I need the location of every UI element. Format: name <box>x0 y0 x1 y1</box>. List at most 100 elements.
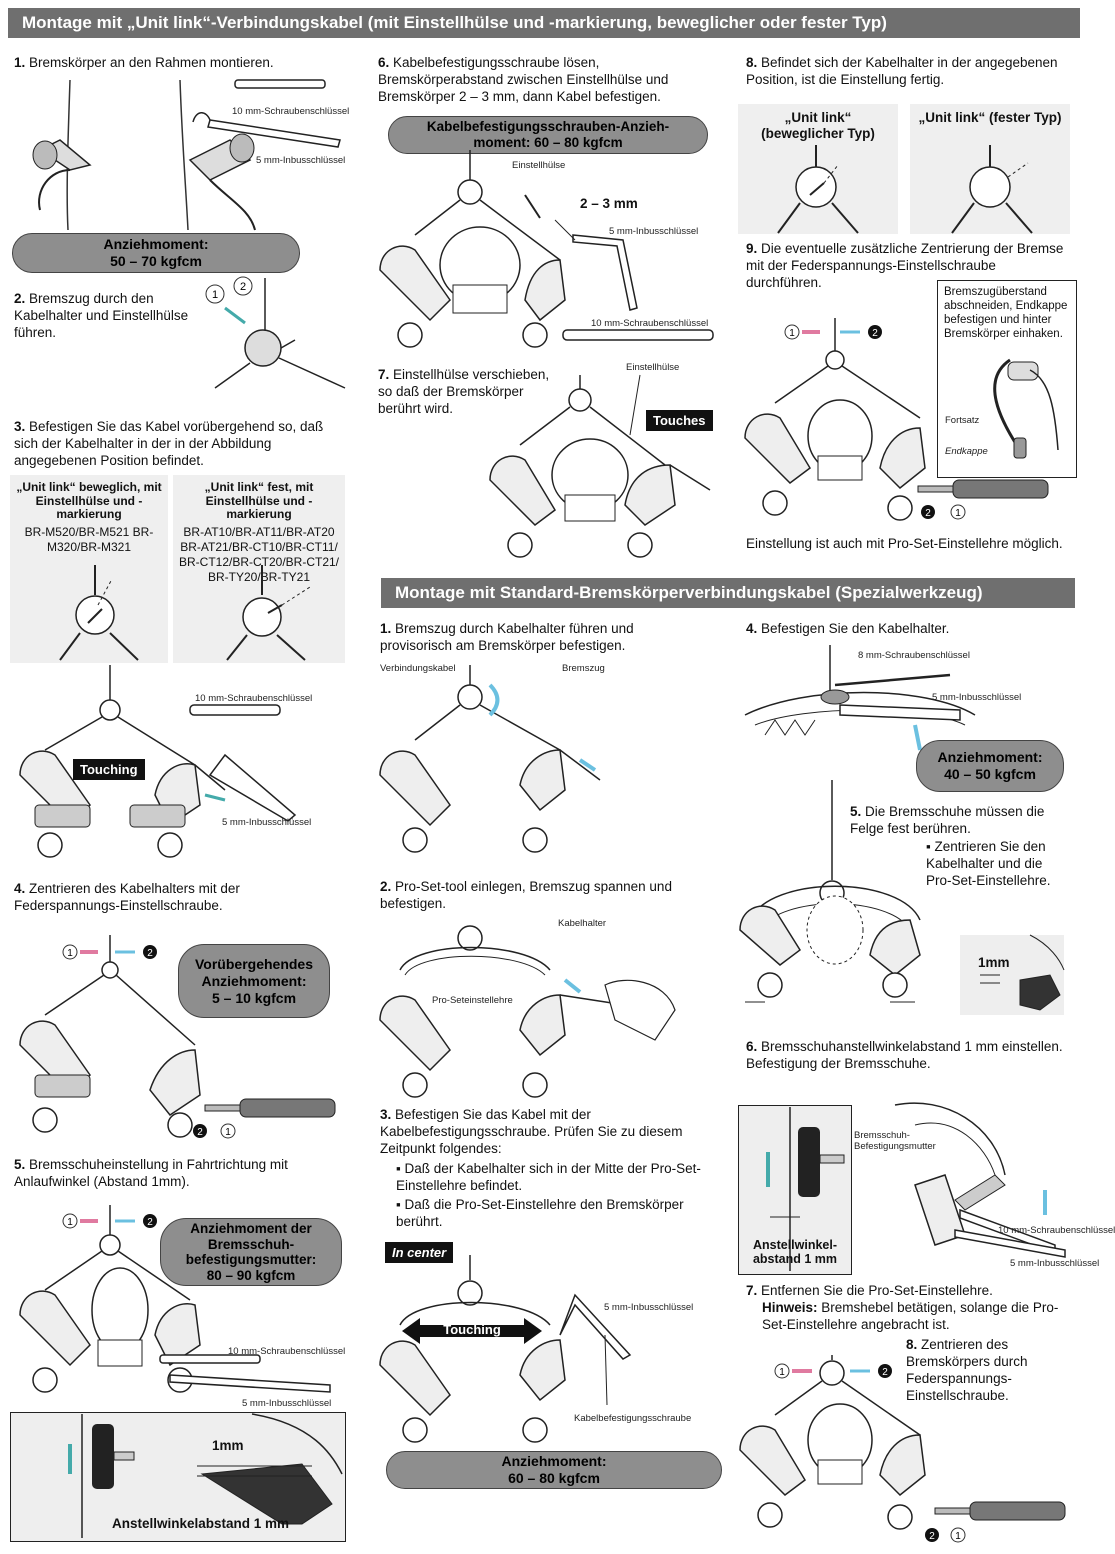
marker-two: 2 <box>240 281 246 293</box>
step-number: 6. <box>746 1039 758 1054</box>
standard-step-2-text: 2. Pro-Set-tool einlegen, Bremszug spann… <box>380 878 705 912</box>
unit-link-moving-title: „Unit link“ beweglich, mit Einstellhülse… <box>16 480 162 521</box>
step-8-text: 8. Befindet sich der Kabelhalter in der … <box>746 54 1076 88</box>
step-7-illustration <box>489 374 711 558</box>
section-title-standard: Montage mit Standard-Bremskörperverbindu… <box>381 578 1075 608</box>
standard-step-7-hint: Hinweis: Bremshebel betätigen, solange d… <box>762 1299 1072 1333</box>
note-text: Bremszugüberstand abschneiden, Endkappe … <box>944 286 1068 340</box>
step-1-text: 1. Bremskörper an den Rahmen montieren. <box>14 54 364 71</box>
step-body: Zentrieren des Kabelhalters mit der Fede… <box>14 881 240 913</box>
step-3-brake-illustration <box>19 665 297 858</box>
standard-step-4-illustration <box>744 645 976 751</box>
bullet-mark: ▪ <box>396 1161 405 1176</box>
torque-label: Bremsschuh- <box>207 1236 295 1252</box>
bullet-text: Zentrieren Sie den Kabelhalter und die P… <box>926 839 1051 888</box>
torque-label: befestigungsmutter: <box>185 1252 317 1267</box>
label-wrench: 10 mm-Schraubenschlüssel <box>591 318 709 329</box>
marker-one: 1 <box>67 1217 73 1228</box>
step-body: Bremsschuhanstellwinkelabstand 1 mm eins… <box>746 1039 1063 1071</box>
step-number: 4. <box>746 621 758 636</box>
marker-one: 1 <box>955 508 961 519</box>
step-8-holder-diagrams <box>777 145 1033 234</box>
step-5-text: 5. Bremsschuheinstellung in Fahrtrichtun… <box>14 1156 344 1190</box>
caption-angle-gap: Anstellwinkel-abstand 1 mm <box>752 1238 838 1266</box>
step-3-holder-diagrams <box>59 565 311 661</box>
torque-pill-step5: Anziehmoment der Bremsschuh- befestigung… <box>160 1218 342 1286</box>
label-brake-cable: Bremszug <box>562 663 605 674</box>
standard-step-7-text: 7. Entfernen Sie die Pro-Set-Einstellehr… <box>746 1282 1071 1299</box>
torque-value: moment: 60 – 80 kgfcm <box>473 135 623 150</box>
torque-value: 40 – 50 kgfcm <box>944 766 1036 782</box>
standard-step-8-illustration: 1 2 2 1 <box>739 1355 1066 1543</box>
hint-label: Hinweis: <box>762 1300 818 1315</box>
marker-one: 1 <box>225 1127 231 1138</box>
cable-end-illustration <box>993 358 1059 459</box>
step-number: 2. <box>380 879 392 894</box>
standard-step-3-text: 3. Befestigen Sie das Kabel mit der Kabe… <box>380 1106 705 1157</box>
step-4-text: 4. Zentrieren des Kabelhalters mit der F… <box>14 880 334 914</box>
marker-one: 1 <box>212 289 218 301</box>
standard-step-4-text: 4. Befestigen Sie den Kabelhalter. <box>746 620 1064 637</box>
step-number: 3. <box>14 419 26 434</box>
label-hex-key: 5 mm-Inbusschlüssel <box>609 226 699 237</box>
standard-step-1-text: 1. Bremszug durch Kabelhalter führen und… <box>380 620 705 654</box>
torque-label: Anziehmoment: <box>103 236 209 252</box>
step-body: Befindet sich der Kabelhalter in der ang… <box>746 55 1058 87</box>
step-3-text: 3. Befestigen Sie das Kabel vorübergehen… <box>14 418 344 469</box>
standard-step-6-text: 6. Bremsschuhanstellwinkelabstand 1 mm e… <box>746 1038 1071 1072</box>
label-brake-shoe-nut: Bremsschuh-Befestigungsmutter <box>854 1130 936 1152</box>
step-1-illustration <box>32 79 341 231</box>
section-title-unit-link: Montage mit „Unit link“-Verbindungskabel… <box>8 8 1080 38</box>
torque-label: Vorübergehendes <box>195 955 313 972</box>
cable-end-note: Bremszugüberstand abschneiden, Endkappe … <box>937 280 1077 478</box>
section-title-text: Montage mit Standard-Bremskörperverbindu… <box>395 583 983 602</box>
standard-step-2-illustration <box>379 925 676 1098</box>
torque-value: 5 – 10 kgfcm <box>211 989 297 1006</box>
touching-arrow <box>402 1318 542 1344</box>
label-hex-key: 5 mm-Inbusschlüssel <box>256 155 346 166</box>
marker-one: 1 <box>779 1367 785 1378</box>
step-body: Einstellhülse verschieben, so daß der Br… <box>378 367 550 416</box>
caption-angle-gap: Anstellwinkelabstand 1 mm <box>112 1516 290 1531</box>
step-body: Bremszug durch den Kabelhalter und Einst… <box>14 291 189 340</box>
step-number: 1. <box>14 55 26 70</box>
step-number: 9. <box>746 241 758 256</box>
marker-two: 2 <box>147 948 153 959</box>
standard-step-6-illustration <box>894 1102 1066 1258</box>
label-wrench: 8 mm-Schraubenschlüssel <box>858 650 970 661</box>
step-body: Entfernen Sie die Pro-Set-Einstellehre. <box>761 1283 993 1298</box>
step-number: 5. <box>850 804 862 819</box>
label-hex-key: 5 mm-Inbusschlüssel <box>604 1302 694 1313</box>
torque-label: Anziehmoment: <box>937 749 1043 765</box>
1mm-detail-illustration <box>980 934 1065 1011</box>
marker-one: 1 <box>955 1531 961 1542</box>
step-number: 6. <box>378 55 390 70</box>
label-extension: Fortsatz <box>945 415 980 426</box>
marker-two: 2 <box>929 1531 935 1542</box>
label-hex-key: 5 mm-Inbusschlüssel <box>1010 1258 1100 1269</box>
label-hex-key: 5 mm-Inbusschlüssel <box>242 1398 332 1409</box>
step-9-footer: Einstellung ist auch mit Pro-Set-Einstel… <box>746 536 1063 551</box>
label-wrench: 10 mm-Schraubenschlüssel <box>998 1225 1115 1236</box>
section-title-text: Montage mit „Unit link“-Verbindungskabel… <box>22 13 887 32</box>
standard-step-1-illustration <box>379 665 601 853</box>
hint-text: Bremshebel betätigen, solange die Pro-Se… <box>762 1300 1059 1332</box>
check-bullet-1: ▪ Daß der Kabelhalter sich in der Mitte … <box>396 1160 706 1194</box>
check-bullet-2: ▪ Daß die Pro-Set-Einstellehre den Brems… <box>396 1196 706 1230</box>
step-number: 1. <box>380 621 392 636</box>
label-adjuster-sleeve: Einstellhülse <box>512 160 566 171</box>
step-number: 3. <box>380 1107 392 1122</box>
torque-value: 50 – 70 kgfcm <box>110 253 202 269</box>
step-number: 7. <box>746 1283 758 1298</box>
torque-label: Anziehmoment der <box>190 1221 312 1236</box>
label-end-cap: Endkappe <box>945 446 988 457</box>
unit-link-fixed-title: „Unit link“ fest, mit Einstellhülse und … <box>204 480 314 521</box>
standard-step-3-illustration <box>379 1255 632 1443</box>
unit-link-fixed-models: BR-AT10/BR-AT11/BR-AT20 BR-AT21/BR-CT10/… <box>178 525 340 584</box>
step-number: 8. <box>906 1337 918 1352</box>
unit-link-fixed-result-title: „Unit link“ (fester Typ) <box>918 110 1062 125</box>
step-body: Bremskörper an den Rahmen montieren. <box>29 55 274 70</box>
bullet-text: Daß die Pro-Set-Einstellehre den Bremskö… <box>396 1197 684 1229</box>
brake-shoe-detail <box>68 1413 343 1538</box>
step-number: 4. <box>14 881 26 896</box>
